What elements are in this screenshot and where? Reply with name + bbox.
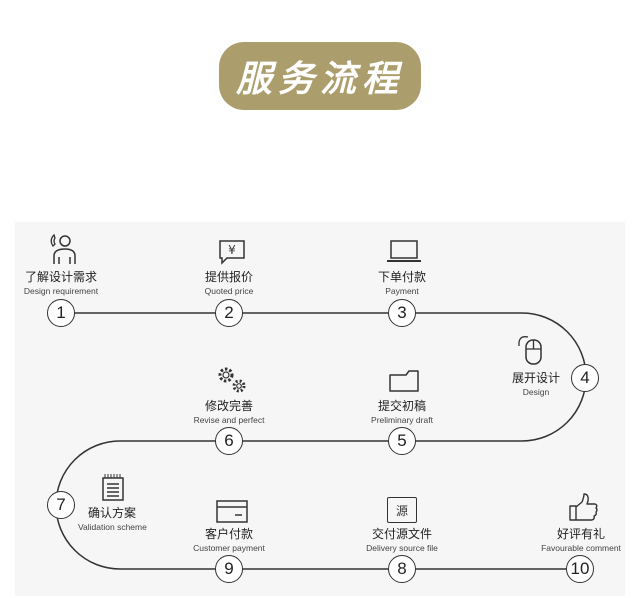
step-3-circle: 3 <box>388 299 416 327</box>
step-title: 交付源文件 <box>371 527 432 541</box>
process-panel <box>15 222 625 596</box>
step-5-label: 提交初稿 Preliminary draft <box>327 399 477 426</box>
notepad-icon <box>102 474 124 501</box>
step-title: 修改完善 <box>204 399 253 413</box>
step-title: 提供报价 <box>204 270 253 284</box>
step-5-circle: 5 <box>388 427 416 455</box>
step-10-label: 好评有礼 Favourable comment <box>506 527 640 554</box>
step-title: 下单付款 <box>377 270 426 284</box>
step-subtitle: Preliminary draft <box>371 415 433 425</box>
step-4-label: 展开设计 Design <box>461 371 611 398</box>
step-title: 确认方案 <box>88 506 137 520</box>
step-10-circle: 10 <box>566 555 594 583</box>
person-phone-icon <box>50 233 76 264</box>
step-3-label: 下单付款 Payment <box>327 270 477 297</box>
step-title: 客户付款 <box>204 527 253 541</box>
step-subtitle: Design requirement <box>23 286 99 296</box>
step-subtitle: Customer payment <box>193 543 265 553</box>
step-8-label: 交付源文件 Delivery source file <box>327 527 477 554</box>
folder-icon <box>389 370 419 392</box>
step-6-circle: 6 <box>215 427 243 455</box>
step-2-label: 提供报价 Quoted price <box>154 270 304 297</box>
step-7-label: 确认方案 Validation scheme <box>78 506 228 533</box>
laptop-icon <box>387 240 421 262</box>
step-6-label: 修改完善 Revise and perfect <box>154 399 304 426</box>
step-title: 了解设计需求 <box>24 270 97 284</box>
step-8-circle: 8 <box>388 555 416 583</box>
step-7-circle: 7 <box>47 491 75 519</box>
step-title: 提交初稿 <box>377 399 426 413</box>
step-title: 展开设计 <box>511 371 560 385</box>
step-subtitle: Validation scheme <box>78 522 147 532</box>
mouse-icon <box>518 336 542 365</box>
thumbs-up-icon <box>569 493 598 521</box>
step-1-circle: 1 <box>47 299 75 327</box>
page-title: 服务流程 <box>235 58 404 100</box>
step-subtitle: Design <box>522 387 550 397</box>
step-subtitle: Quoted price <box>204 286 254 296</box>
step-subtitle: Payment <box>385 286 419 296</box>
gears-icon <box>218 367 246 393</box>
step-4-circle: 4 <box>571 364 599 392</box>
step-9-label: 客户付款 Customer payment <box>154 527 304 554</box>
yuan-speech-bubble-icon: ¥ <box>219 240 245 265</box>
step-1-label: 了解设计需求 Design requirement <box>0 270 136 297</box>
title-badge: 服务流程 <box>222 45 418 107</box>
credit-card-icon <box>216 500 248 523</box>
step-subtitle: Delivery source file <box>366 543 438 553</box>
step-subtitle: Favourable comment <box>541 543 621 553</box>
step-2-circle: 2 <box>215 299 243 327</box>
source-file-icon: 源 <box>387 497 417 523</box>
step-title: 好评有礼 <box>556 527 605 541</box>
step-subtitle: Revise and perfect <box>193 415 265 425</box>
svg-text:¥: ¥ <box>228 243 236 257</box>
step-9-circle: 9 <box>215 555 243 583</box>
